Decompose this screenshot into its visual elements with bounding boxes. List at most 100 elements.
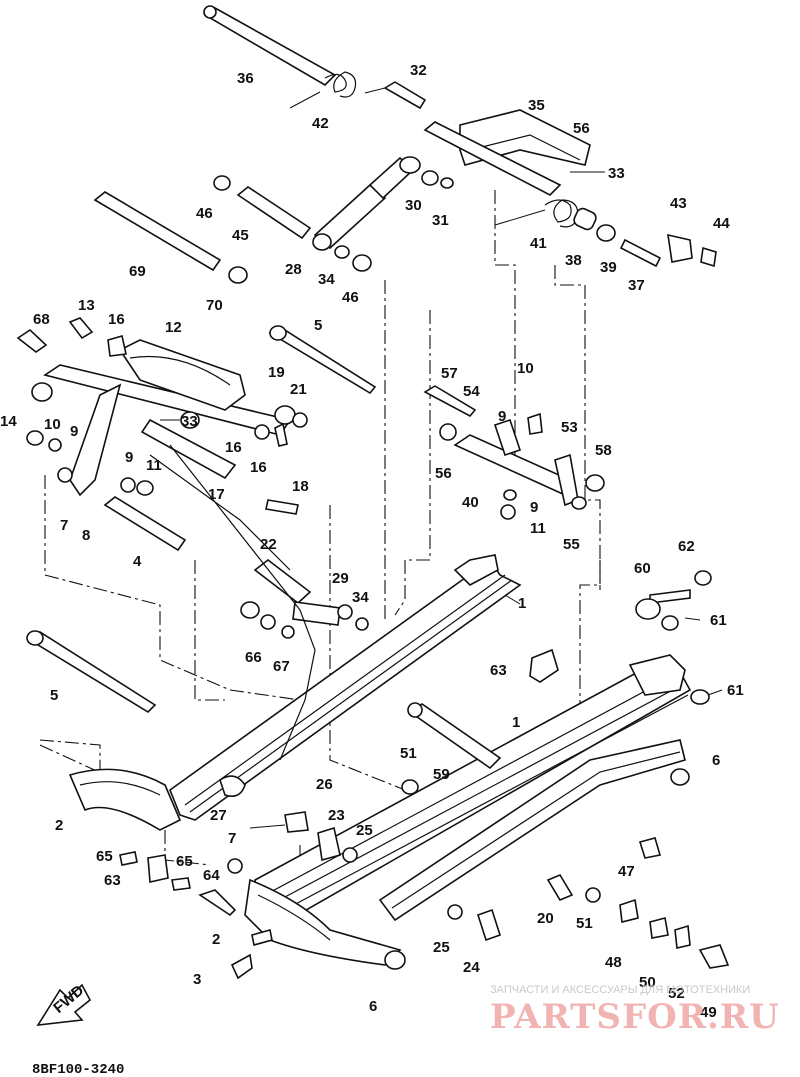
shaft-45 xyxy=(213,175,312,240)
fwd-arrow-icon: FWD xyxy=(36,982,92,1026)
pivot-assembly-40-54 xyxy=(423,385,605,520)
callout-8: 8 xyxy=(82,527,90,544)
callout-29: 29 xyxy=(332,570,349,587)
slide-rail-upper-rear xyxy=(378,739,686,922)
callout-16-low: 16 xyxy=(250,459,267,476)
callout-65-left: 65 xyxy=(96,848,113,865)
shaft-69 xyxy=(93,191,222,272)
callout-4: 4 xyxy=(133,553,142,570)
callout-57: 57 xyxy=(441,365,458,382)
callout-62: 62 xyxy=(678,538,695,555)
callout-36: 36 xyxy=(237,70,254,87)
callout-65-right: 65 xyxy=(176,853,193,870)
front-arm-assembly-12 xyxy=(31,339,296,497)
callout-18: 18 xyxy=(292,478,309,495)
parts-60-61-62 xyxy=(635,570,712,705)
callout-32: 32 xyxy=(410,62,427,79)
parts-70-46-34 xyxy=(228,245,372,284)
callout-9-left: 9 xyxy=(70,423,78,440)
shock-absorber-28 xyxy=(312,156,421,251)
spring-42 xyxy=(324,71,357,98)
callout-70: 70 xyxy=(206,297,223,314)
rod-5-lower xyxy=(26,630,157,714)
shaft-under-35 xyxy=(423,121,562,196)
callout-61-mid: 61 xyxy=(727,682,744,699)
callout-25-mid: 25 xyxy=(356,822,373,839)
callout-1-top: 1 xyxy=(518,595,526,612)
shaft-4 xyxy=(103,496,187,552)
callout-20: 20 xyxy=(537,910,554,927)
callout-28: 28 xyxy=(285,261,302,278)
block-63-top xyxy=(529,648,559,683)
callout-5-low: 5 xyxy=(50,687,58,704)
callout-59: 59 xyxy=(433,766,450,783)
callout-56: 56 xyxy=(573,120,590,137)
callout-34-mid: 34 xyxy=(352,589,369,606)
callout-3: 3 xyxy=(193,971,201,988)
callout-69: 69 xyxy=(129,263,146,280)
callout-6-right: 6 xyxy=(712,752,720,769)
callout-41: 41 xyxy=(530,235,547,252)
callout-40: 40 xyxy=(462,494,479,511)
callout-16-mid: 16 xyxy=(225,439,242,456)
callout-21: 21 xyxy=(290,381,307,398)
callout-56-right: 56 xyxy=(435,465,452,482)
callout-12: 12 xyxy=(165,319,182,336)
watermark-brand: PARTSFOR.RU xyxy=(490,997,780,1037)
cable-lines xyxy=(149,444,316,761)
callout-38: 38 xyxy=(565,252,582,269)
callout-53: 53 xyxy=(561,419,578,436)
callout-14: 14 xyxy=(0,413,17,430)
callout-54: 54 xyxy=(463,383,480,400)
callout-34-top: 34 xyxy=(318,271,335,288)
callout-24: 24 xyxy=(463,959,480,976)
callout-27: 27 xyxy=(210,807,227,824)
callout-11-mid: 11 xyxy=(146,457,162,474)
callout-33-top: 33 xyxy=(608,165,625,182)
callout-22: 22 xyxy=(260,536,277,553)
callout-51-low: 51 xyxy=(576,915,593,932)
callout-44: 44 xyxy=(713,215,730,232)
callout-63-top: 63 xyxy=(490,662,507,679)
callout-37: 37 xyxy=(628,277,645,294)
callout-51-top: 51 xyxy=(400,745,417,762)
callout-50: 50 xyxy=(639,974,656,991)
callout-2-low: 2 xyxy=(212,931,220,948)
callout-23: 23 xyxy=(328,807,345,824)
parts-38-39-37-43-44 xyxy=(573,207,717,268)
slide-rail-front xyxy=(68,554,522,831)
callout-9-lowright: 9 xyxy=(530,499,538,516)
callout-26: 26 xyxy=(316,776,333,793)
callout-45: 45 xyxy=(232,227,249,244)
callout-67: 67 xyxy=(273,658,290,675)
callout-17: 17 xyxy=(208,486,225,503)
slide-rail-rear xyxy=(244,654,692,966)
callout-46-mid: 46 xyxy=(342,289,359,306)
callout-52: 52 xyxy=(668,985,685,1002)
callout-1-mid: 1 xyxy=(512,714,520,731)
callout-10-right: 10 xyxy=(517,360,534,377)
callout-25-low: 25 xyxy=(433,939,450,956)
bolt-32 xyxy=(383,81,427,110)
callout-68: 68 xyxy=(33,311,50,328)
callout-16-top: 16 xyxy=(108,311,125,328)
tubes-22-29 xyxy=(240,558,369,639)
callout-13: 13 xyxy=(78,297,95,314)
callout-leaders xyxy=(160,87,723,829)
rod-5-upper xyxy=(268,325,377,395)
callout-9-right: 9 xyxy=(498,408,506,425)
callout-7-low: 7 xyxy=(228,830,236,847)
callout-66: 66 xyxy=(245,649,262,666)
callout-47: 47 xyxy=(618,863,635,880)
callout-30: 30 xyxy=(405,197,422,214)
callout-42: 42 xyxy=(312,115,329,132)
shaft-36 xyxy=(203,5,337,87)
shaft-59 xyxy=(407,702,502,770)
callout-58: 58 xyxy=(595,442,612,459)
spring-41 xyxy=(544,199,579,228)
callout-49: 49 xyxy=(700,1004,717,1021)
diagram-code: 8BF100-3240 xyxy=(32,1062,124,1077)
callout-labels: 36 42 32 35 56 33 30 31 43 44 41 38 39 3… xyxy=(0,62,744,1021)
callout-61-top: 61 xyxy=(710,612,727,629)
